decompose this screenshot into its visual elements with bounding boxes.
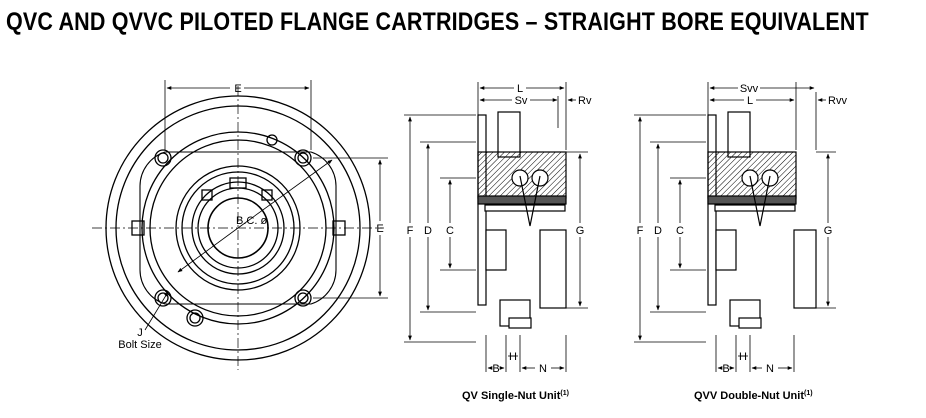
single-nut-body — [477, 111, 567, 329]
double-nut-caption: QVV Double-Nut Unit(1) — [694, 390, 813, 402]
single-g-label: G — [576, 225, 585, 237]
bolt-holes — [154, 134, 312, 327]
double-rvv-label: Rvv — [828, 95, 847, 107]
page-title: QVC AND QVVC PILOTED FLANGE CARTRIDGES –… — [6, 8, 869, 36]
single-h-label: H — [509, 351, 517, 363]
front-e-right-label: E — [376, 223, 383, 235]
single-b-label: B — [492, 363, 499, 375]
double-l-label: L — [747, 95, 753, 107]
j-label: J — [137, 327, 143, 339]
single-nut-view — [404, 82, 588, 372]
single-sv-label: Sv — [515, 95, 528, 107]
double-svv-label: Svv — [740, 83, 759, 95]
front-dimension-lines — [144, 80, 388, 331]
double-b-label: B — [722, 363, 729, 375]
single-nut-dimension-lines — [404, 82, 588, 372]
single-l-label: L — [517, 83, 523, 95]
double-h-label: H — [739, 351, 747, 363]
bolt-size-label: Bolt Size — [118, 339, 161, 351]
double-g-label: G — [824, 225, 833, 237]
front-view — [92, 80, 388, 370]
single-c-label: C — [446, 225, 454, 237]
double-f-label: F — [637, 225, 644, 237]
double-nut-view — [634, 82, 836, 372]
double-nut-dimension-lines — [634, 82, 836, 372]
single-f-label: F — [407, 225, 414, 237]
double-nut-body — [707, 111, 817, 329]
front-e-top-label: E — [234, 83, 241, 95]
double-d-label: D — [654, 225, 662, 237]
double-n-label: N — [766, 363, 774, 375]
single-rv-label: Rv — [578, 95, 592, 107]
double-c-label: C — [676, 225, 684, 237]
single-n-label: N — [539, 363, 547, 375]
single-nut-caption: QV Single-Nut Unit(1) — [462, 390, 569, 402]
single-d-label: D — [424, 225, 432, 237]
bolt-circle-label: B.C. ø — [236, 215, 267, 227]
